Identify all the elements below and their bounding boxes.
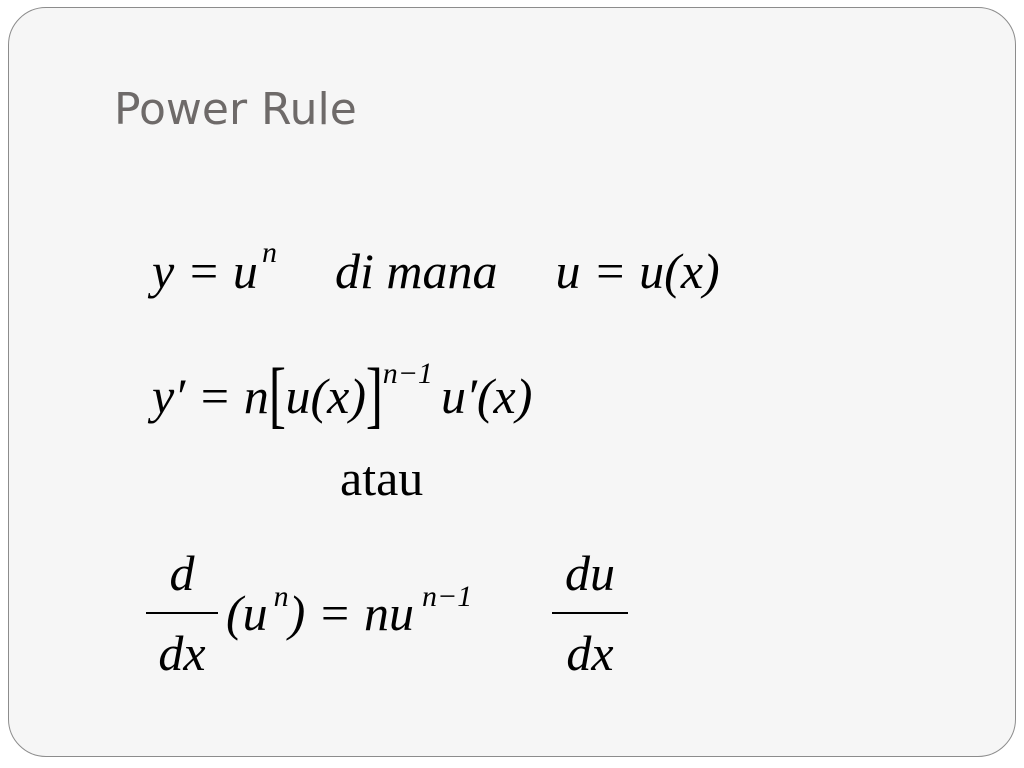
slide-title: Power Rule [114, 84, 357, 135]
fraction-du-dx: du dx [552, 548, 628, 678]
equation-derivative-close-bracket: ] [365, 354, 383, 436]
connector-word: atau [340, 450, 424, 506]
fraction-d-dx: d dx [146, 548, 218, 678]
slide-frame [8, 7, 1016, 757]
fraction-du-dx-denominator: dx [566, 625, 614, 681]
equation-definition-exponent: n [261, 236, 277, 269]
equation-definition-connector: di mana [334, 243, 498, 299]
fraction-d-dx-denominator: dx [158, 625, 206, 681]
fraction-d-dx-bar [146, 612, 218, 614]
fraction-du-dx-numerator: du [565, 545, 615, 601]
equation-derivative-open-bracket: [ [268, 354, 286, 436]
fraction-d-dx-numerator: d [169, 545, 195, 601]
equation-chain-rhs-exponent: n−1 [422, 580, 473, 613]
equation-derivative-lhs: y′ = n [152, 368, 269, 424]
equation-definition-rhs: u = u(x) [555, 243, 720, 299]
equation-derivative-rest: u′(x) [440, 368, 533, 424]
fraction-du-dx-bar [552, 612, 628, 614]
equation-definition-lhs: y = u [152, 243, 258, 299]
equation-chain-base-exponent: n [273, 580, 289, 613]
equation-chain-base-close: ) = nu [288, 585, 415, 641]
equation-derivative-exponent: n−1 [382, 357, 433, 390]
equation-chain-base-open: (u [226, 585, 268, 641]
equation-derivative-inner: u(x) [285, 368, 367, 424]
